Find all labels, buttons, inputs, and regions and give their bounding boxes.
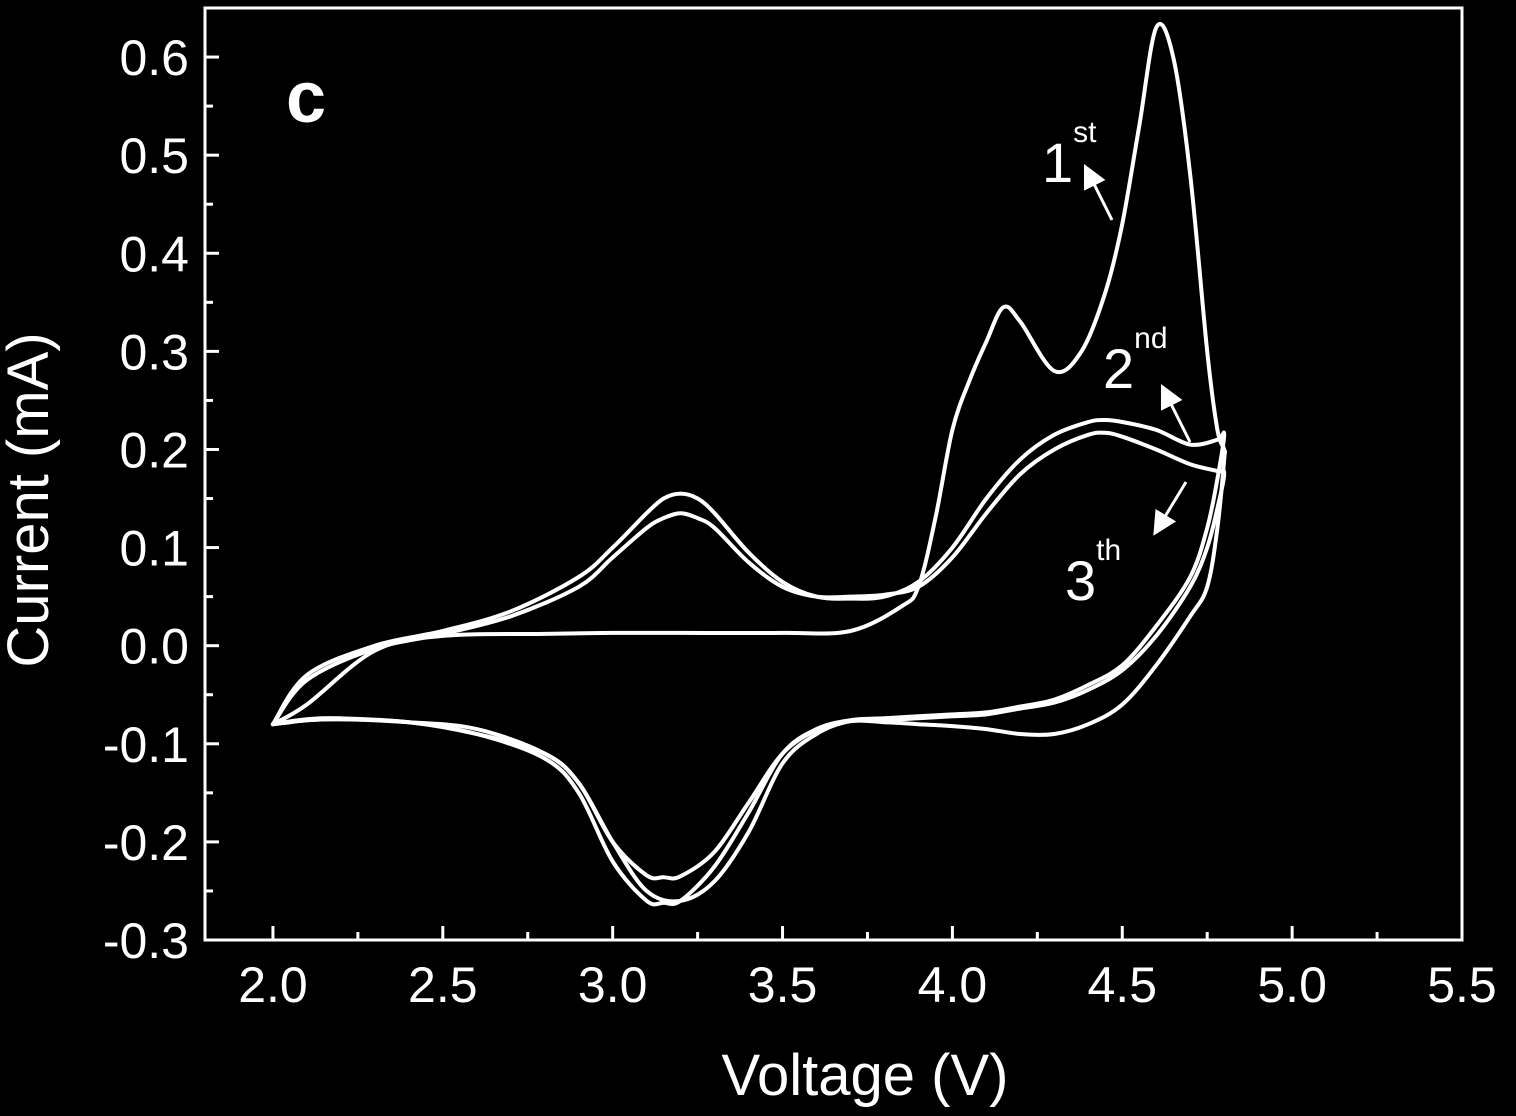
- y-tick-label: 0.6: [119, 30, 189, 86]
- annotation-3th: 3th: [1065, 534, 1121, 612]
- x-tick-label: 3.5: [748, 957, 818, 1013]
- x-tick-label: 4.0: [918, 957, 988, 1013]
- y-tick-label: 0.5: [119, 128, 189, 184]
- y-tick-label: 0.2: [119, 422, 189, 478]
- y-tick-label: 0.1: [119, 521, 189, 577]
- series-line-3th: [270, 430, 1227, 881]
- x-tick-label: 5.0: [1257, 957, 1327, 1013]
- chart-labels: c Voltage (V) Current (mA) 1st 2nd 3th: [0, 58, 1168, 1108]
- axes: 2.0 2.5 3.0 3.5 4.0 4.5 5.0 5.5 -0.3 -0.2 -0.1 0.0 0…: [103, 6, 1497, 1013]
- plot-area: [270, 21, 1228, 907]
- x-tick-label: 5.5: [1427, 957, 1497, 1013]
- x-tick-label: 2.0: [238, 957, 308, 1013]
- plot-frame: [203, 6, 1464, 942]
- x-axis-title: Voltage (V): [722, 1043, 1009, 1108]
- y-tick-label: 0.4: [119, 226, 189, 282]
- x-tick-label: 3.0: [578, 957, 648, 1013]
- y-tick-label: -0.3: [103, 913, 189, 969]
- arrow-2nd: [1160, 383, 1192, 443]
- y-tick-label: 0.0: [119, 619, 189, 675]
- x-tick-label: 4.5: [1088, 957, 1158, 1013]
- annotation-1st: 1st: [1042, 116, 1097, 194]
- y-tick-label: -0.1: [103, 717, 189, 773]
- y-tick-label: -0.2: [103, 815, 189, 871]
- y-axis-title: Current (mA): [0, 332, 61, 667]
- panel-label: c: [286, 58, 326, 138]
- x-tick-label: 2.5: [408, 957, 478, 1013]
- arrow-1st: [1083, 163, 1114, 221]
- series-line-2nd: [270, 417, 1227, 907]
- y-tick-label: 0.3: [119, 324, 189, 380]
- annotation-arrows: [1083, 163, 1192, 536]
- arrow-3th: [1153, 481, 1188, 536]
- annotation-2nd: 2nd: [1103, 322, 1168, 400]
